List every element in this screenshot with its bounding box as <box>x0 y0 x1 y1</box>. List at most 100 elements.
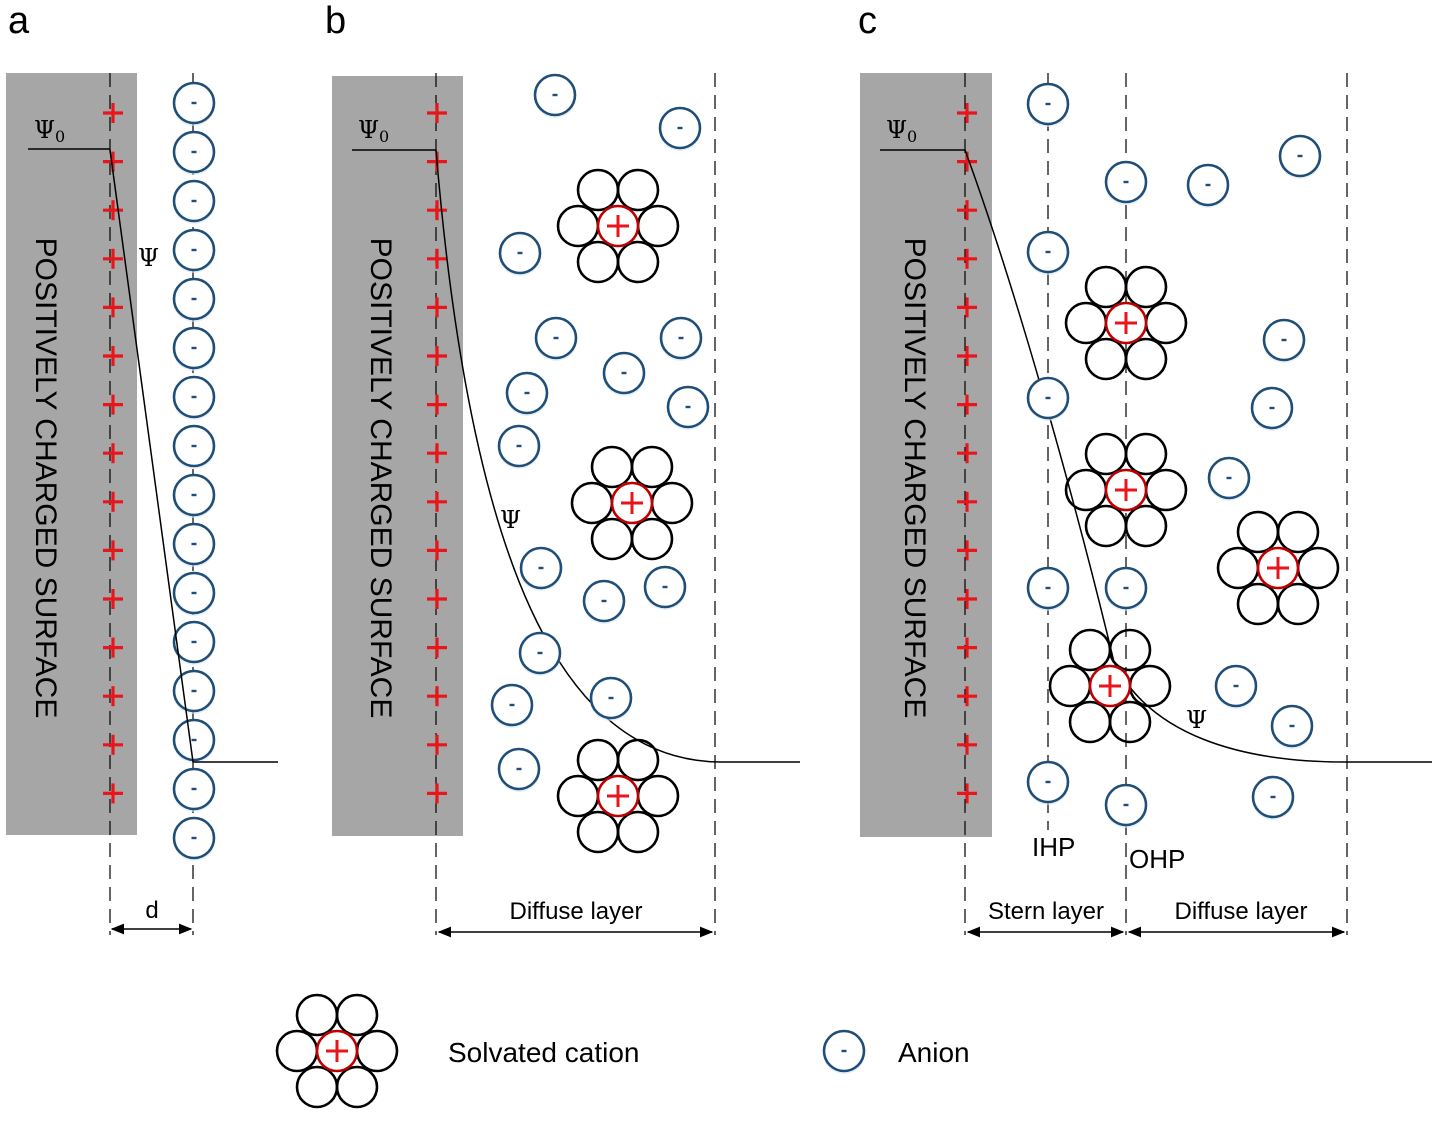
psi-label: Ψ <box>1186 706 1207 734</box>
anion-icon <box>602 351 646 396</box>
solvent-molecule <box>1108 628 1152 672</box>
plus-charge-icon <box>103 686 123 707</box>
plus-charge-icon <box>427 783 447 804</box>
ohp-label: OHP <box>1129 844 1185 874</box>
solvated-cation-icon <box>1064 265 1188 381</box>
plus-charge-icon <box>957 589 977 609</box>
anion-icon <box>498 231 542 276</box>
plus-charge-icon <box>957 491 977 512</box>
diffuse-layer-label: Diffuse layer <box>510 898 643 925</box>
plus-charge-icon <box>103 734 123 755</box>
solvated-cation-icon <box>570 445 694 561</box>
plus-charge-icon <box>957 540 977 561</box>
surface-label: POSITIVELY CHARGED SURFACE <box>29 238 62 719</box>
plus-charge-icon <box>957 443 977 464</box>
solvent-molecule <box>636 774 680 818</box>
anion-icon <box>172 81 216 126</box>
anion-icon <box>1026 230 1070 275</box>
plus-charge-icon <box>427 346 447 366</box>
solvent-molecule <box>576 738 620 782</box>
legend-anion-icon <box>822 1029 866 1074</box>
solvent-molecule <box>1084 265 1128 309</box>
plus-charge-icon <box>103 637 123 658</box>
anion-icon <box>1250 386 1294 431</box>
solvated-cations <box>556 168 694 854</box>
plus-charge-icon <box>427 103 447 123</box>
plus-charge-icon <box>957 200 977 221</box>
solvent-molecule <box>275 1029 319 1073</box>
plus-charge-icon <box>103 200 123 221</box>
panel-c: c POSITIVELY CHARGED SURFACE Ψ0 Ψ IHP OH… <box>858 0 1432 938</box>
anion-icon <box>172 179 216 224</box>
psi0-label: Ψ0 <box>886 116 917 146</box>
ihp-label: IHP <box>1032 832 1075 862</box>
anion-icon <box>172 718 216 763</box>
solvated-cation-icon <box>556 168 680 284</box>
solvent-molecule <box>1084 504 1128 548</box>
solvent-molecule <box>576 240 620 284</box>
solvated-cation-icon <box>275 993 399 1109</box>
solvent-molecule <box>1108 700 1152 744</box>
solvent-molecule <box>1124 337 1168 381</box>
anion-layer <box>172 81 216 861</box>
anion-icon <box>172 669 216 714</box>
anion-icon <box>1026 566 1070 611</box>
plus-charge-icon <box>957 346 977 366</box>
panel-b-letter: b <box>325 0 346 42</box>
anion-icon <box>1026 376 1070 421</box>
plus-charge-icon <box>957 686 977 707</box>
anion-icon <box>518 631 562 676</box>
solvent-molecule <box>556 774 600 818</box>
solvent-molecule <box>630 445 674 489</box>
anion-icon <box>172 424 216 469</box>
plus-charge-icon <box>103 346 123 366</box>
solvated-cation-icon <box>1216 510 1340 626</box>
psi-label: Ψ <box>500 506 521 534</box>
anion-icon <box>1026 82 1070 127</box>
plus-charge-icon <box>427 589 447 609</box>
plus-charge-icon <box>103 443 123 464</box>
solvent-molecule <box>1068 700 1112 744</box>
solvent-molecule <box>1048 664 1092 708</box>
panel-a: a POSITIVELY CHARGED SURFACE Ψ0 Ψ d <box>6 0 278 935</box>
anion-icon <box>1104 566 1148 611</box>
solvent-molecule <box>1064 468 1108 512</box>
panel-c-letter: c <box>858 0 877 42</box>
plus-charge-icon <box>427 443 447 464</box>
solvent-molecule <box>576 810 620 854</box>
anion-icon <box>589 676 633 721</box>
solvent-molecule <box>616 738 660 782</box>
plus-charge-icon <box>427 734 447 755</box>
anion-icon <box>1104 160 1148 205</box>
legend-anion-label: Anion <box>898 1037 970 1068</box>
anion-icon <box>1262 318 1306 363</box>
anion-icon <box>172 816 216 861</box>
solvent-molecule <box>295 1065 339 1109</box>
solvent-molecule <box>1296 546 1340 590</box>
anion-icon <box>1186 163 1230 208</box>
psi0-label: Ψ0 <box>358 116 389 146</box>
distance-label: d <box>145 897 158 924</box>
anion-icon <box>505 371 549 416</box>
anion-icon <box>822 1029 866 1074</box>
diffuse-layer-label: Diffuse layer <box>1175 898 1308 925</box>
plus-charge-icon <box>427 686 447 707</box>
solvent-molecule <box>1064 301 1108 345</box>
anion-icon <box>172 522 216 567</box>
solvent-molecule <box>1236 582 1280 626</box>
plus-charge-icon <box>427 248 447 269</box>
panel-a-letter: a <box>8 0 30 42</box>
solvent-molecule <box>616 810 660 854</box>
anion-icon <box>172 767 216 812</box>
solvent-molecule <box>590 445 634 489</box>
anion-icon <box>172 620 216 665</box>
anion-icon <box>172 228 216 273</box>
anion-icon <box>533 73 577 118</box>
stern-layer-label: Stern layer <box>988 898 1104 925</box>
plus-charge-icon <box>957 103 977 123</box>
anion-icon <box>519 546 563 591</box>
solvent-molecule <box>1128 664 1172 708</box>
plus-charge-icon <box>957 783 977 804</box>
plus-charge-icon <box>427 491 447 512</box>
solvent-molecule <box>1084 337 1128 381</box>
